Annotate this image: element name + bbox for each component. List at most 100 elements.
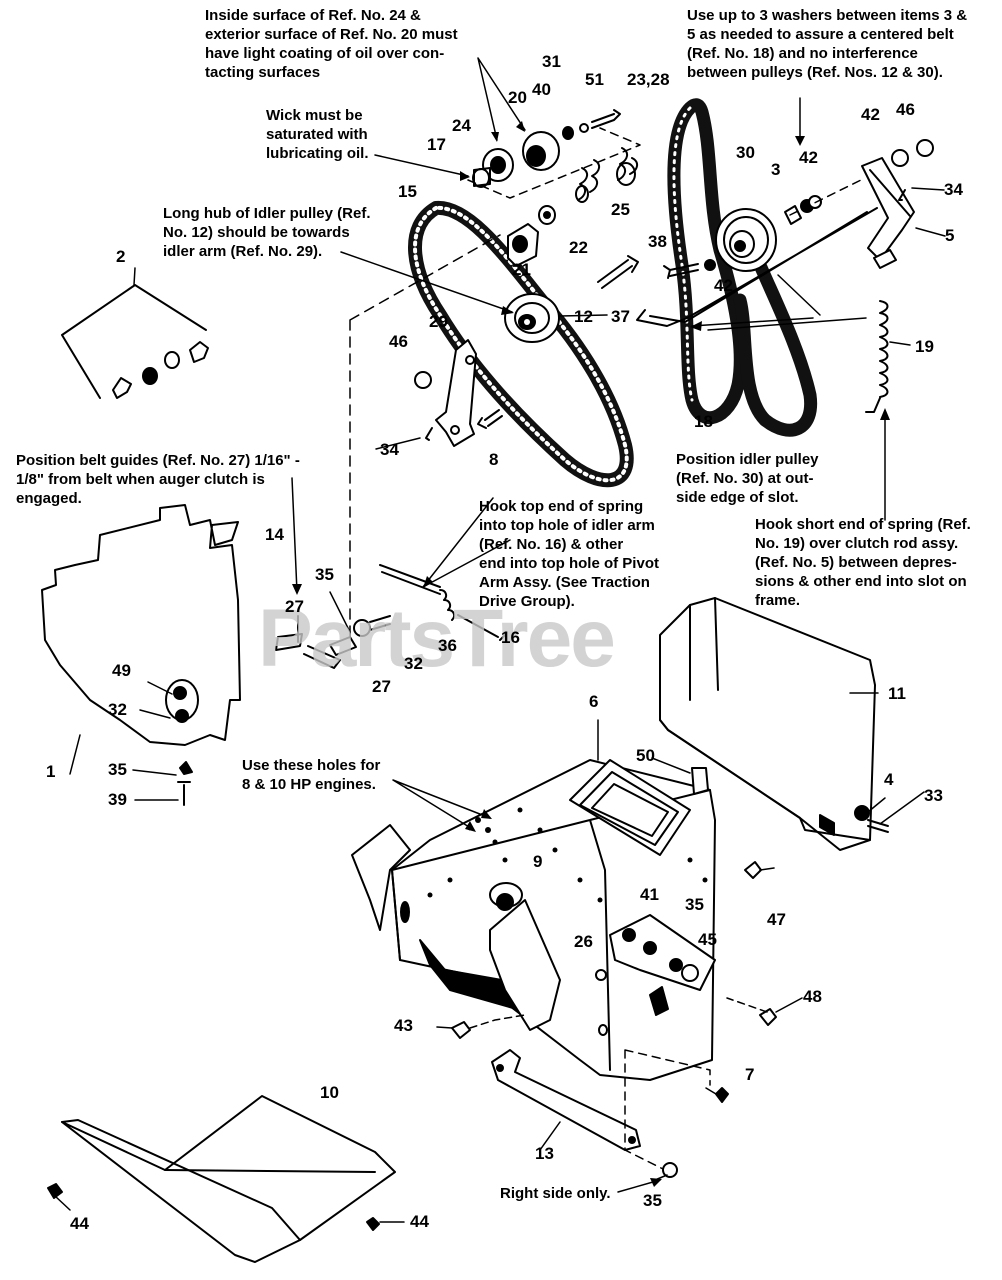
note-hub: Long hub of Idler pulley (Ref.No. 12) sh… [163, 205, 371, 260]
ref-label: 29 [429, 312, 448, 331]
ref-label: 19 [915, 337, 934, 356]
ref-label: 4 [884, 770, 894, 789]
ref-label: 37 [611, 307, 630, 326]
ref-label: 20 [508, 88, 527, 107]
ref-label: 6 [589, 692, 599, 711]
hubs-21-22 [507, 205, 556, 267]
ref-label: 12 [574, 307, 593, 326]
ref-label: 27 [285, 597, 304, 616]
ref-label: 21 [512, 260, 531, 279]
plate-10 [47, 1095, 396, 1263]
ref-label: 8 [489, 450, 499, 469]
belt-18 [667, 98, 818, 437]
ref-label: 48 [803, 987, 822, 1006]
belt-15 [408, 200, 634, 488]
pulley-stack-top [467, 109, 641, 199]
ref-leaders [54, 187, 946, 1223]
note-hook-short: Hook short end of spring (Ref.No. 19) ov… [755, 516, 971, 609]
ref-label: 44 [410, 1212, 429, 1231]
ref-label: 26 [574, 932, 593, 951]
ref-label: 42 [799, 148, 818, 167]
ref-label: 7 [745, 1065, 755, 1084]
frame-6 [351, 759, 777, 1081]
washer-42-lower [704, 259, 716, 271]
ref-label: 31 [542, 52, 561, 71]
ref-label: 34 [944, 180, 963, 199]
note-oil: Inside surface of Ref. No. 24 &exterior … [205, 7, 458, 81]
ref-label: 22 [569, 238, 588, 257]
ref-label: 51 [585, 70, 604, 89]
note-washers: Use up to 3 washers between items 3 &5 a… [687, 7, 968, 81]
ref-label: 35 [685, 895, 704, 914]
ref-label: 32 [108, 700, 127, 719]
bracket-13 [491, 1049, 729, 1178]
note-right-side: Right side only. [500, 1185, 611, 1202]
ref-label: 11 [888, 684, 906, 703]
ref-label: 44 [70, 1214, 89, 1233]
ref-label: 42 [714, 276, 733, 295]
note-idler: Position idler pulley(Ref. No. 30) at ou… [676, 451, 819, 506]
ref-label: 43 [394, 1016, 413, 1035]
spacer-3 [784, 195, 822, 225]
engine-1 [41, 504, 241, 746]
ref-label: 46 [389, 332, 408, 351]
ref-label: 35 [315, 565, 334, 584]
rod-16 [379, 564, 507, 641]
ref-label: 32 [404, 654, 423, 673]
ref-label: 45 [698, 930, 717, 949]
ref-label: 46 [896, 100, 915, 119]
pin-34-top [898, 189, 906, 201]
ref-label: 40 [532, 80, 551, 99]
ref-label: 42 [861, 105, 880, 124]
ref-label: 17 [427, 135, 446, 154]
ref-label: 2 [116, 247, 126, 266]
ref-label: 18 [694, 412, 713, 431]
ref-label: 16 [501, 628, 520, 647]
ref-label: 15 [398, 182, 417, 201]
belt-cover-11 [659, 597, 889, 851]
ref-label: 3 [771, 160, 781, 179]
idler-arm-29 [414, 339, 503, 447]
ref-label: 27 [372, 677, 391, 696]
bolt-37 [597, 255, 639, 289]
ref-label: 39 [108, 790, 127, 809]
ref-label: 47 [767, 910, 786, 929]
ref-label: 23,28 [627, 70, 670, 89]
ref-label: 30 [736, 143, 755, 162]
arrowheads [292, 121, 890, 1187]
ref-label: 1 [46, 762, 56, 781]
springs-23-28-25 [575, 147, 638, 203]
ref-label: 33 [924, 786, 943, 805]
clutch-rod-5 [636, 139, 934, 327]
ref-label: 34 [380, 440, 399, 459]
ref-label: 10 [320, 1083, 339, 1102]
ref-label: 9 [533, 852, 543, 871]
ref-label: 38 [648, 232, 667, 251]
engine-bolts [165, 679, 199, 806]
ref-label: 41 [640, 885, 659, 904]
leader-lines [133, 57, 886, 1193]
ref-label: 24 [452, 116, 471, 135]
ref-label: 50 [636, 746, 655, 765]
clip-43 [451, 1021, 471, 1039]
spring-19 [865, 300, 889, 413]
ref-label: 35 [108, 760, 127, 779]
pulley-12 [504, 293, 560, 343]
pulley-30 [715, 208, 777, 272]
watermark: PartsTree [258, 593, 616, 684]
ref-label: 49 [112, 661, 131, 680]
ref-label: 36 [438, 636, 457, 655]
ref-label: 35 [643, 1191, 662, 1210]
ref-label: 5 [945, 226, 955, 245]
ref-label: 14 [265, 525, 284, 544]
ref-label: 13 [535, 1144, 554, 1163]
ref-label: 25 [611, 200, 630, 219]
note-guides: Position belt guides (Ref. No. 27) 1/16"… [16, 452, 300, 507]
belt-guides [275, 615, 391, 669]
item-2 [61, 284, 209, 399]
bolt-38 [663, 263, 699, 279]
